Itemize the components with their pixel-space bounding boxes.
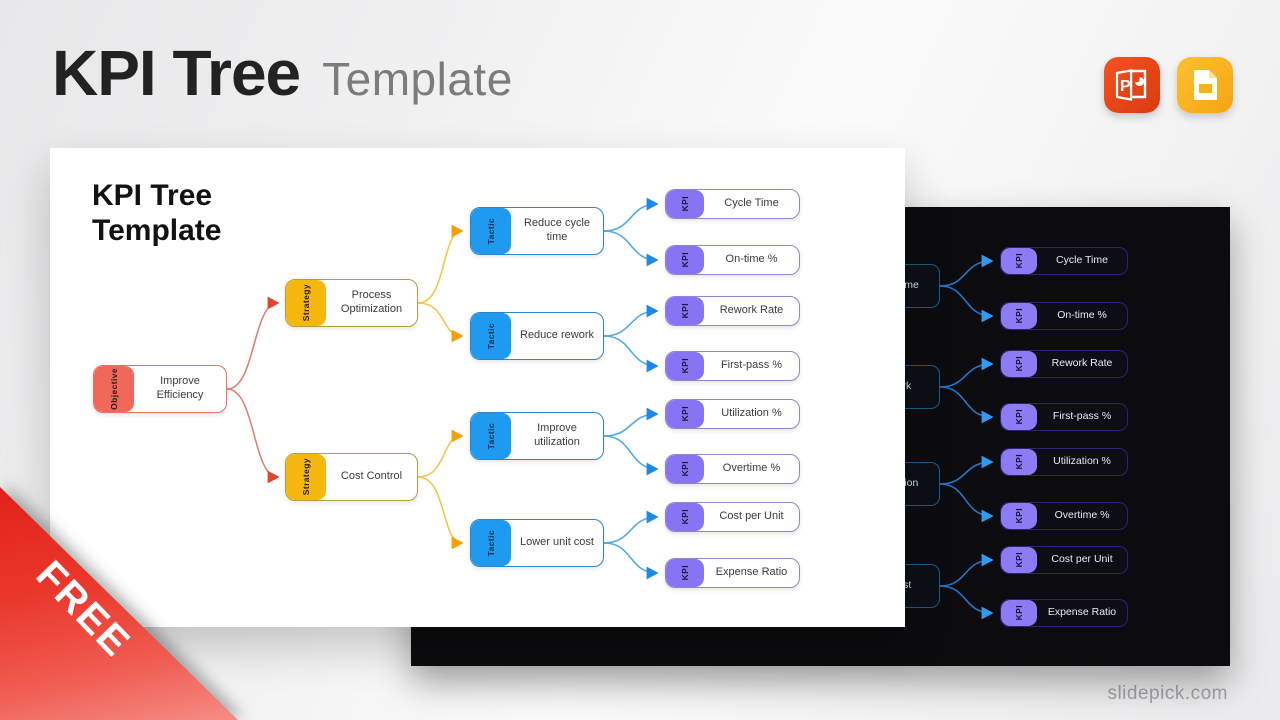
kpi-label: Cost per Unit <box>719 510 784 523</box>
kpi-tab: KPI <box>1001 404 1037 430</box>
strategy-tab: Strategy <box>286 454 326 500</box>
kpi-node: KPI Cycle Time <box>665 189 800 219</box>
kpi-tab: KPI <box>666 297 704 325</box>
kpi-node-dark: KPI Overtime % <box>1000 502 1128 530</box>
objective-tab: Objective <box>94 366 134 412</box>
kpi-node: KPI On-time % <box>665 245 800 275</box>
tactic-label: Improve utilization <box>534 422 580 448</box>
kpi-label: Rework Rate <box>1051 357 1113 370</box>
kpi-label: Cycle Time <box>1056 254 1108 267</box>
kpi-tab: KPI <box>666 503 704 531</box>
tactic-node: Tactic Improve utilization <box>470 412 604 460</box>
free-ribbon-triangle: FREE <box>0 487 238 720</box>
kpi-tab: KPI <box>1001 303 1037 329</box>
kpi-node-dark: KPI Cost per Unit <box>1000 546 1128 574</box>
strategy-label: Cost Control <box>340 470 403 483</box>
strategy-label: Process Optimization <box>340 289 403 315</box>
kpi-tab: KPI <box>1001 248 1037 274</box>
kpi-tab: KPI <box>1001 351 1037 377</box>
kpi-node-dark: KPI Rework Rate <box>1000 350 1128 378</box>
kpi-node: KPI Cost per Unit <box>665 502 800 532</box>
kpi-node: KPI First-pass % <box>665 351 800 381</box>
kpi-tab: KPI <box>666 400 704 428</box>
kpi-node: KPI Expense Ratio <box>665 558 800 588</box>
strategy-tab: Strategy <box>286 280 326 326</box>
powerpoint-icon[interactable]: P <box>1104 57 1160 113</box>
tactic-tab: Tactic <box>471 313 511 359</box>
free-label: FREE <box>27 552 140 666</box>
tactic-node: Tactic Lower unit cost <box>470 519 604 567</box>
kpi-tab: KPI <box>666 246 704 274</box>
kpi-label: Expense Ratio <box>715 566 788 579</box>
slide-title: KPI Tree Template <box>92 179 222 248</box>
tactic-tab: Tactic <box>471 520 511 566</box>
page-title: KPI Tree <box>52 37 301 109</box>
tactic-label: Reduce rework <box>520 329 594 342</box>
tactic-label: Reduce cycle time <box>523 217 591 243</box>
kpi-node: KPI Utilization % <box>665 399 800 429</box>
kpi-tab: KPI <box>1001 503 1037 529</box>
strategy-node: Strategy Process Optimization <box>285 279 418 327</box>
kpi-tab: KPI <box>1001 547 1037 573</box>
tactic-tab: Tactic <box>471 413 511 459</box>
kpi-node-dark: KPI First-pass % <box>1000 403 1128 431</box>
kpi-label: First-pass % <box>1052 410 1112 423</box>
strategy-node: Strategy Cost Control <box>285 453 418 501</box>
kpi-tab: KPI <box>666 190 704 218</box>
objective-label: Improve Efficiency <box>156 375 204 401</box>
google-slides-icon[interactable] <box>1177 57 1233 113</box>
kpi-node-dark: KPI Expense Ratio <box>1000 599 1128 627</box>
kpi-label: Overtime % <box>1054 509 1110 522</box>
page-header: KPI Tree Template <box>52 36 513 110</box>
kpi-label: Cycle Time <box>724 197 779 210</box>
tactic-tab: Tactic <box>471 208 511 254</box>
kpi-label: On-time % <box>1057 309 1107 322</box>
tactic-node: Tactic Reduce rework <box>470 312 604 360</box>
kpi-label: Expense Ratio <box>1047 606 1117 619</box>
kpi-label: First-pass % <box>720 359 783 372</box>
kpi-node-dark: KPI Cycle Time <box>1000 247 1128 275</box>
tactic-node: Tactic Reduce cycle time <box>470 207 604 255</box>
kpi-label: Rework Rate <box>719 304 784 317</box>
kpi-tab: KPI <box>1001 600 1037 626</box>
kpi-tab: KPI <box>666 559 704 587</box>
tactic-label: Lower unit cost <box>520 536 594 549</box>
kpi-node-dark: KPI On-time % <box>1000 302 1128 330</box>
kpi-node: KPI Rework Rate <box>665 296 800 326</box>
kpi-tab: KPI <box>666 455 704 483</box>
kpi-tab: KPI <box>1001 449 1037 475</box>
page-subtitle: Template <box>322 53 513 105</box>
kpi-label: Utilization % <box>1053 455 1111 468</box>
kpi-node-dark: KPI Utilization % <box>1000 448 1128 476</box>
svg-text:P: P <box>1120 78 1131 95</box>
free-corner-ribbon: FREE <box>0 487 238 720</box>
app-format-icons: P <box>1104 57 1233 113</box>
kpi-label: Overtime % <box>722 462 781 475</box>
kpi-node: KPI Overtime % <box>665 454 800 484</box>
kpi-label: Utilization % <box>721 407 782 420</box>
kpi-label: On-time % <box>725 253 778 266</box>
kpi-label: Cost per Unit <box>1051 553 1113 566</box>
watermark-link[interactable]: slidepick.com <box>1107 683 1228 704</box>
objective-node: Objective Improve Efficiency <box>93 365 227 413</box>
kpi-tab: KPI <box>666 352 704 380</box>
